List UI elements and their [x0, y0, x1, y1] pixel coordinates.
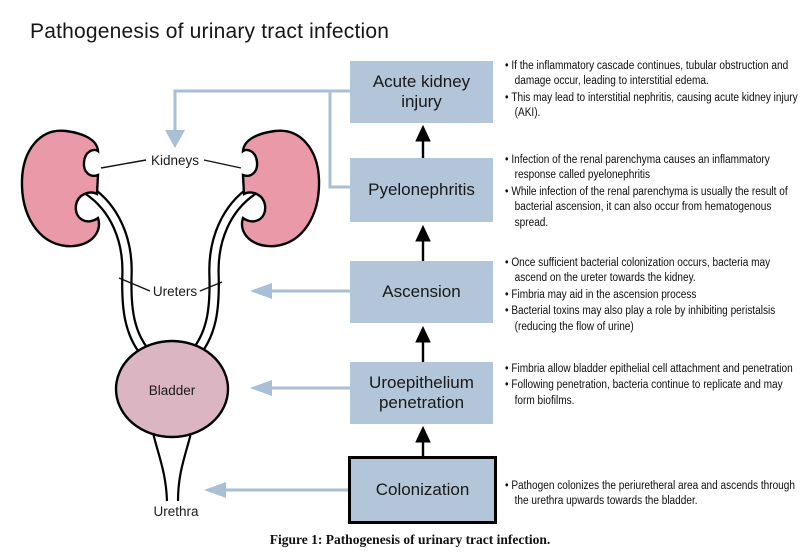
right-ureter-outline — [186, 185, 257, 363]
notes-colonization: Pathogen colonizes the periuretheral are… — [505, 479, 800, 511]
left-kidney-shape — [20, 129, 101, 248]
urethra-label: Urethra — [153, 504, 199, 519]
ureters-label: Ureters — [153, 284, 198, 299]
up-arrowhead-icon — [415, 425, 431, 443]
notes-pyelonephritis: Infection of the renal parenchyma causes… — [505, 153, 800, 232]
note-bullet: Infection of the renal parenchyma causes… — [505, 153, 800, 184]
notes-uroepithelium-penetration: Fimbria allow bladder epithelial cell at… — [505, 362, 800, 410]
kidneys-pointer-right — [203, 159, 242, 169]
note-bullet: Bacterial toxins may also play a role by… — [505, 304, 800, 335]
notes-ascension: Once sufficient bacterial colonization o… — [505, 256, 800, 336]
stage-box-pyelonephritis: Pyelonephritis — [350, 158, 493, 222]
left-arrowhead-icon — [250, 380, 272, 396]
connector-branch-pyelonephritis — [328, 91, 350, 189]
left-arrowhead-icon — [204, 482, 226, 498]
flow-arrows — [415, 124, 431, 458]
connector-line-kidneys — [173, 89, 350, 130]
note-bullet: While infection of the renal parenchyma … — [505, 185, 800, 231]
connector-to-ureters — [250, 283, 350, 299]
urethra-right-wall — [176, 432, 193, 502]
stage-box-uroepithelium-penetration: Uroepithelium penetration — [350, 362, 493, 424]
ureters-pointer-left — [118, 277, 151, 292]
note-bullet: This may lead to interstitial nephritis,… — [505, 91, 800, 122]
stage-box-acute-kidney-injury: Acute kidney injury — [350, 61, 493, 123]
stage-box-ascension: Ascension — [350, 261, 493, 323]
figure-caption: Figure 1: Pathogenesis of urinary tract … — [269, 532, 551, 547]
kidneys-shapes — [20, 129, 321, 248]
kidneys-label: Kidneys — [151, 153, 199, 168]
left-ureter-lumen — [85, 187, 153, 361]
note-bullet: Following penetration, bacteria continue… — [505, 378, 800, 409]
up-arrowhead-icon — [415, 224, 431, 242]
stage-label: Acute kidney injury — [372, 72, 471, 111]
note-bullet: Fimbria may aid in the ascension process — [505, 288, 800, 303]
stage-label: Uroepithelium penetration — [369, 373, 474, 412]
note-bullet: Pathogen colonizes the periuretheral are… — [505, 479, 800, 510]
down-arrowhead-icon — [165, 130, 185, 148]
right-kidney-shape — [240, 129, 321, 248]
stage-label: Ascension — [382, 282, 461, 302]
notes-acute-kidney-injury: If the inflammatory cascade continues, t… — [505, 59, 800, 123]
left-ureter-outline — [84, 185, 155, 363]
stage-label: Pyelonephritis — [368, 180, 475, 200]
bladder-shape — [114, 339, 230, 439]
left-arrowhead-icon — [250, 283, 272, 299]
note-bullet: Fimbria allow bladder epithelial cell at… — [505, 362, 800, 377]
right-ureter-lumen — [188, 187, 256, 361]
ureters-pointer-right — [199, 281, 223, 292]
note-bullet: Once sufficient bacterial colonization o… — [505, 256, 800, 287]
ureter-tubes — [84, 185, 257, 363]
connector-to-kidneys — [165, 89, 350, 189]
connector-to-urethra — [204, 482, 348, 498]
stage-box-colonization: Colonization — [348, 456, 497, 524]
up-arrowhead-icon — [415, 325, 431, 343]
stage-label: Colonization — [375, 480, 470, 500]
bladder-label: Bladder — [149, 383, 196, 398]
label-pointer-lines — [100, 159, 242, 292]
urethra-shape — [151, 432, 193, 502]
page-title: Pathogenesis of urinary tract infection — [30, 20, 390, 43]
note-bullet: If the inflammatory cascade continues, t… — [505, 59, 800, 90]
connector-to-bladder — [250, 380, 350, 396]
up-arrowhead-icon — [415, 124, 431, 142]
kidneys-pointer-left — [100, 159, 147, 169]
urethra-left-wall — [151, 432, 169, 502]
